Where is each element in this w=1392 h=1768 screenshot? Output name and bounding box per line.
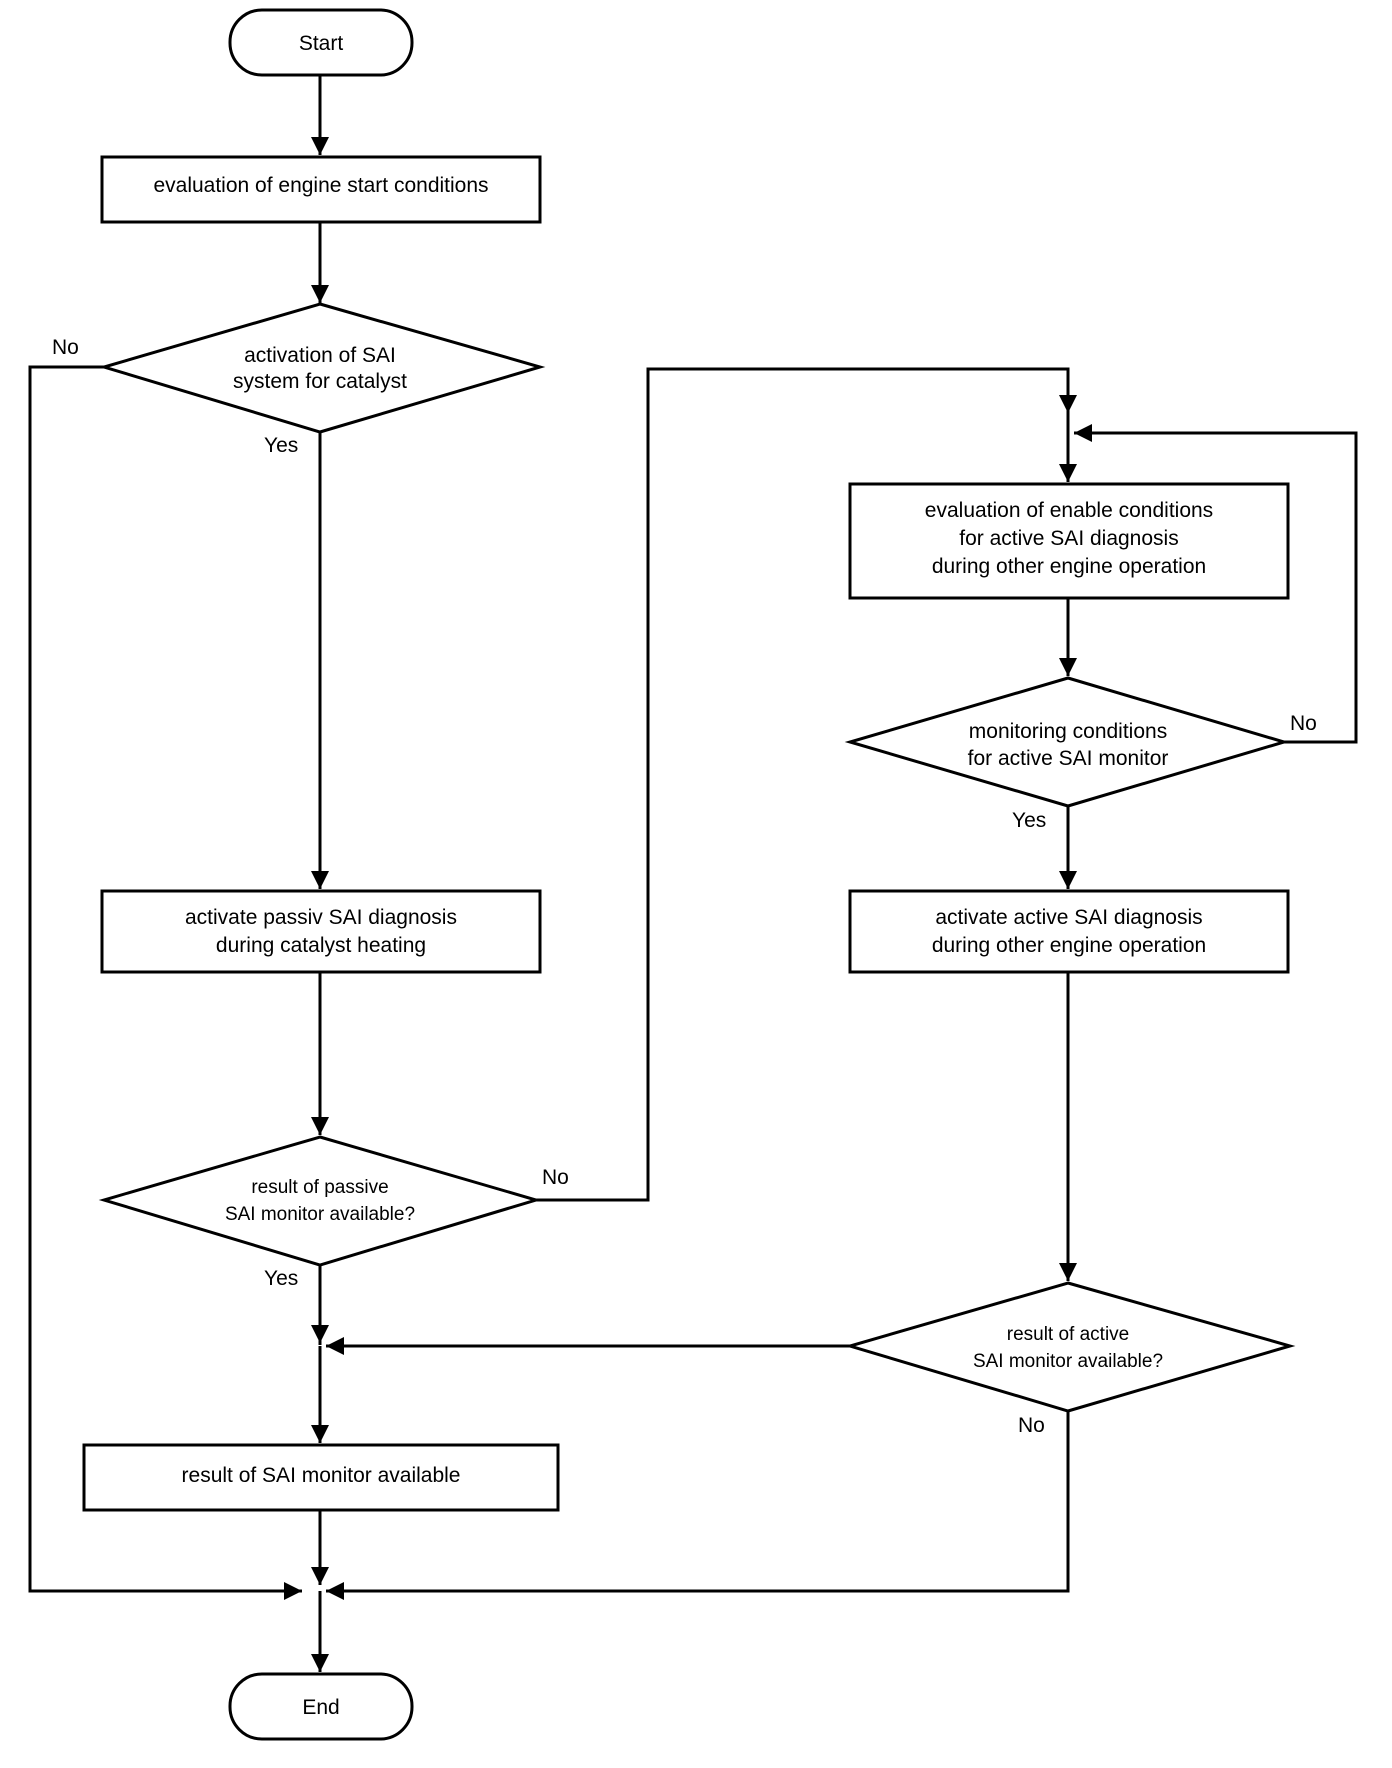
activate-passive-label-1: activate passiv SAI diagnosis (185, 906, 457, 929)
end-terminal: End (228, 1672, 414, 1741)
start-label: Start (299, 32, 344, 55)
monitoring-label-1: monitoring conditions (969, 720, 1167, 743)
result-passive-label-2: SAI monitor available? (225, 1204, 415, 1225)
eval-enable-box: evaluation of enable conditions for acti… (848, 482, 1290, 600)
end-label: End (302, 1696, 339, 1719)
connectors (28, 75, 1358, 1672)
label-no-active: No (1018, 1414, 1045, 1437)
result-active-decision: result of active SAI monitor available? (844, 1281, 1296, 1413)
eval-enable-label-3: during other engine operation (932, 555, 1206, 578)
result-passive-label-1: result of passive (251, 1177, 388, 1198)
label-no-activation: No (52, 336, 79, 359)
monitoring-decision: monitoring conditions for active SAI mon… (844, 676, 1290, 808)
eval-enable-label-1: evaluation of enable conditions (925, 499, 1213, 522)
label-no-monitoring: No (1290, 712, 1317, 735)
line-active-no (326, 1411, 1070, 1600)
branch-labels: No Yes No Yes No Yes No (52, 336, 1317, 1437)
activation-decision: activation of SAI system for catalyst (98, 302, 546, 434)
label-yes-passive: Yes (264, 1267, 298, 1290)
result-available-label: result of SAI monitor available (182, 1464, 461, 1487)
start-terminal: Start (228, 8, 414, 77)
eval-start-box: evaluation of engine start conditions (100, 155, 542, 224)
line-monitoring-no (1074, 424, 1358, 744)
result-available-box: result of SAI monitor available (82, 1443, 560, 1512)
line-passive-no (536, 367, 1077, 1202)
label-yes-activation: Yes (264, 434, 298, 457)
eval-start-label: evaluation of engine start conditions (153, 174, 488, 197)
activation-label-1: activation of SAI (244, 344, 396, 367)
activate-passive-label-2: during catalyst heating (216, 934, 426, 957)
eval-enable-label-2: for active SAI diagnosis (959, 527, 1178, 550)
result-passive-decision: result of passive SAI monitor available? (98, 1135, 542, 1267)
line-activation-no (28, 365, 302, 1600)
activate-active-box: activate active SAI diagnosis during oth… (848, 889, 1290, 974)
result-active-label-1: result of active (1007, 1324, 1130, 1345)
activation-label-2: system for catalyst (233, 370, 407, 393)
activate-active-label-2: during other engine operation (932, 934, 1206, 957)
label-no-passive: No (542, 1166, 569, 1189)
activate-active-label-1: activate active SAI diagnosis (935, 906, 1202, 929)
monitoring-label-2: for active SAI monitor (968, 747, 1169, 770)
activate-passive-box: activate passiv SAI diagnosis during cat… (100, 889, 542, 974)
label-yes-monitoring: Yes (1012, 809, 1046, 832)
result-active-label-2: SAI monitor available? (973, 1351, 1163, 1372)
